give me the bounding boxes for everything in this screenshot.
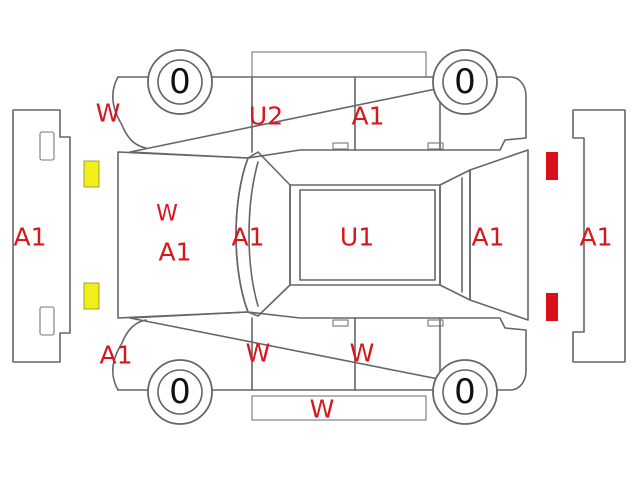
code-right-rocker: W — [310, 395, 335, 424]
front-right-wheel: 0 — [147, 359, 213, 425]
car-left-side — [111, 51, 527, 159]
front-right-wheel-label: 0 — [169, 372, 191, 412]
code-windshield: A1 — [231, 223, 264, 252]
code-roof: U1 — [340, 223, 374, 252]
code-front-left-fender: W — [96, 99, 121, 128]
code-rear-window: A1 — [471, 223, 504, 252]
taillight-marker-top — [546, 152, 558, 180]
code-front-bumper: A1 — [13, 223, 46, 252]
car-right-side — [111, 311, 527, 421]
code-rear-bumper: A1 — [579, 223, 612, 252]
front-left-wheel: 0 — [147, 49, 213, 115]
code-left-rear-door: A1 — [351, 102, 384, 131]
headlight-marker-bottom — [83, 282, 100, 310]
front-left-wheel-label: 0 — [169, 62, 191, 102]
taillight-marker-bottom — [546, 293, 558, 321]
code-hood-top: W — [156, 202, 178, 227]
rear-left-wheel-label: 0 — [454, 62, 476, 102]
rear-bumper — [572, 109, 626, 363]
rear-left-wheel: 0 — [432, 49, 498, 115]
rear-right-wheel: 0 — [432, 359, 498, 425]
code-right-rear-door: W — [350, 339, 375, 368]
headlight-marker-top — [83, 160, 100, 188]
car-top-view — [117, 149, 529, 321]
code-right-front-door: W — [246, 339, 271, 368]
front-bumper — [12, 109, 71, 363]
code-hood-bottom: A1 — [158, 238, 191, 267]
code-front-right-fender: A1 — [99, 341, 132, 370]
rear-right-wheel-label: 0 — [454, 372, 476, 412]
code-left-front-door: U2 — [249, 102, 283, 131]
